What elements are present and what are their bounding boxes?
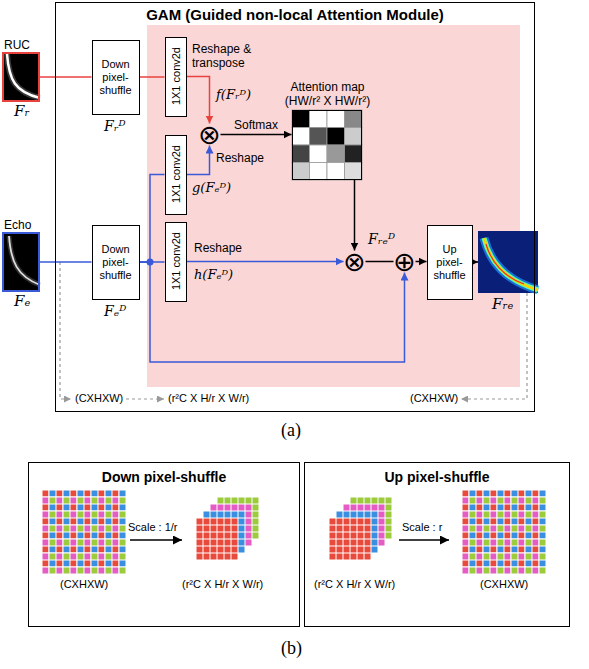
text-label: (CXHXW) bbox=[410, 392, 458, 405]
node-text: Up pixel-shuffle bbox=[305, 469, 569, 485]
text-label: Reshape bbox=[216, 151, 264, 165]
text-label: Scale : 1/r bbox=[128, 521, 178, 534]
text-label: (r²C X H/r X W/r) bbox=[182, 578, 263, 591]
feature-image: RUCFᵣ bbox=[2, 52, 40, 102]
text-label: Fᵣᴰ bbox=[104, 118, 126, 135]
operator-circle: ⊗ bbox=[199, 124, 221, 146]
connector bbox=[140, 175, 165, 263]
text-label: (r²C X H/r X W/r) bbox=[168, 392, 249, 405]
connector bbox=[473, 261, 479, 263]
conv-box: 1X1 conv2d bbox=[165, 135, 187, 215]
conv-box: 1X1 conv2d bbox=[165, 222, 187, 302]
node-text: RUC bbox=[4, 38, 30, 52]
node-text: 1X1 conv2d bbox=[170, 47, 182, 105]
node-text: Up pixel-shuffle bbox=[428, 243, 472, 282]
text-label: (CXHXW) bbox=[60, 578, 108, 591]
connector bbox=[40, 261, 92, 263]
node-text: Fᵣₑ bbox=[492, 295, 513, 313]
connector bbox=[140, 76, 165, 78]
node-text: Down pixel-shuffle bbox=[29, 469, 299, 485]
node-text: ⊗ bbox=[198, 121, 221, 148]
node-text: Fᵣ bbox=[14, 102, 30, 120]
pixel-shuffle-box: Down pixel-shuffle bbox=[92, 225, 140, 300]
text-label: Reshape & transpose bbox=[192, 42, 256, 70]
connector bbox=[366, 261, 394, 263]
connector bbox=[40, 76, 92, 78]
node-text: Down pixel-shuffle bbox=[93, 58, 139, 97]
text-label: Scale : r bbox=[402, 521, 442, 534]
pixel-shuffle-box: Down pixel-shuffle bbox=[92, 40, 140, 115]
edge-label: Softmax bbox=[234, 118, 278, 132]
node-text: Fₑ bbox=[14, 292, 30, 310]
text-label: (a) bbox=[281, 420, 301, 442]
attention-map: Attention map (HW/r² X HW/r²) bbox=[292, 110, 362, 180]
node-text: 1X1 conv2d bbox=[170, 232, 182, 290]
text-label: Reshape bbox=[194, 241, 242, 255]
node-text: 1X1 conv2d bbox=[170, 145, 182, 203]
node-text: ⊕ bbox=[393, 248, 416, 275]
connector bbox=[187, 77, 210, 124]
connector bbox=[354, 180, 356, 251]
feature-image: Fᵣₑ bbox=[478, 231, 538, 293]
connector bbox=[187, 146, 210, 175]
node-text: GAM (Guided non-local Attention Module) bbox=[56, 6, 534, 23]
connector bbox=[416, 261, 427, 263]
connector bbox=[221, 134, 292, 136]
text-label: h(Fₑᴰ) bbox=[194, 267, 233, 283]
text-label: (r²C X H/r X W/r) bbox=[314, 578, 395, 591]
node-text: ⊗ bbox=[343, 248, 366, 275]
operator-circle: ⊗ bbox=[344, 251, 366, 273]
panel-box: Down pixel-shuffle bbox=[28, 462, 300, 627]
feature-image: EchoFₑ bbox=[2, 232, 40, 292]
node-text: Down pixel-shuffle bbox=[93, 243, 139, 282]
pixel-shuffle-box: Up pixel-shuffle bbox=[427, 225, 473, 300]
text-label: f(Fᵣᴰ) bbox=[216, 87, 251, 103]
operator-circle: ⊕ bbox=[394, 251, 416, 273]
node-text: Attention map (HW/r² X HW/r²) bbox=[278, 80, 378, 108]
connector bbox=[187, 261, 344, 263]
text-label: Fₑᴰ bbox=[104, 303, 126, 320]
panel-box: Up pixel-shuffle bbox=[304, 462, 570, 627]
text-label: (CXHXW) bbox=[480, 578, 528, 591]
text-label: (b) bbox=[281, 638, 302, 660]
text-label: Fᵣₑᴰ bbox=[368, 231, 395, 248]
text-label: g(Fₑᴰ) bbox=[192, 180, 231, 196]
module-frame: GAM (Guided non-local Attention Module) D… bbox=[55, 2, 535, 412]
conv-box: 1X1 conv2d bbox=[165, 37, 187, 117]
node-text: Echo bbox=[4, 218, 31, 232]
text-label: (CXHXW) bbox=[75, 392, 123, 405]
